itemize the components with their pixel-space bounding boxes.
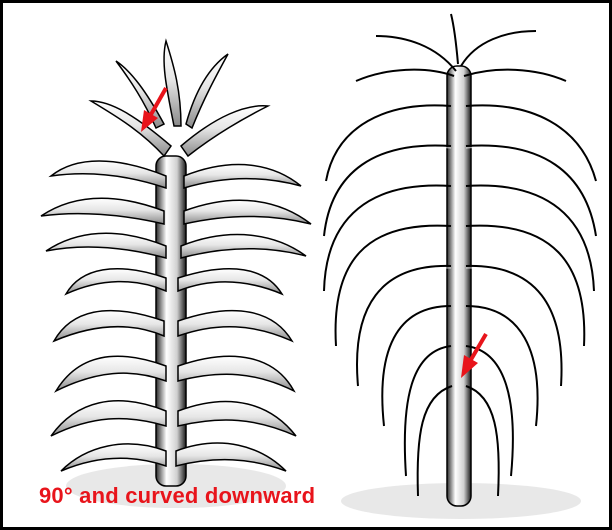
right-plant-stem [447,66,471,506]
figure-caption: 90° and curved downward [39,483,315,509]
right-plant [324,14,596,519]
left-plant [41,41,311,508]
plant-illustration-canvas [6,6,612,530]
